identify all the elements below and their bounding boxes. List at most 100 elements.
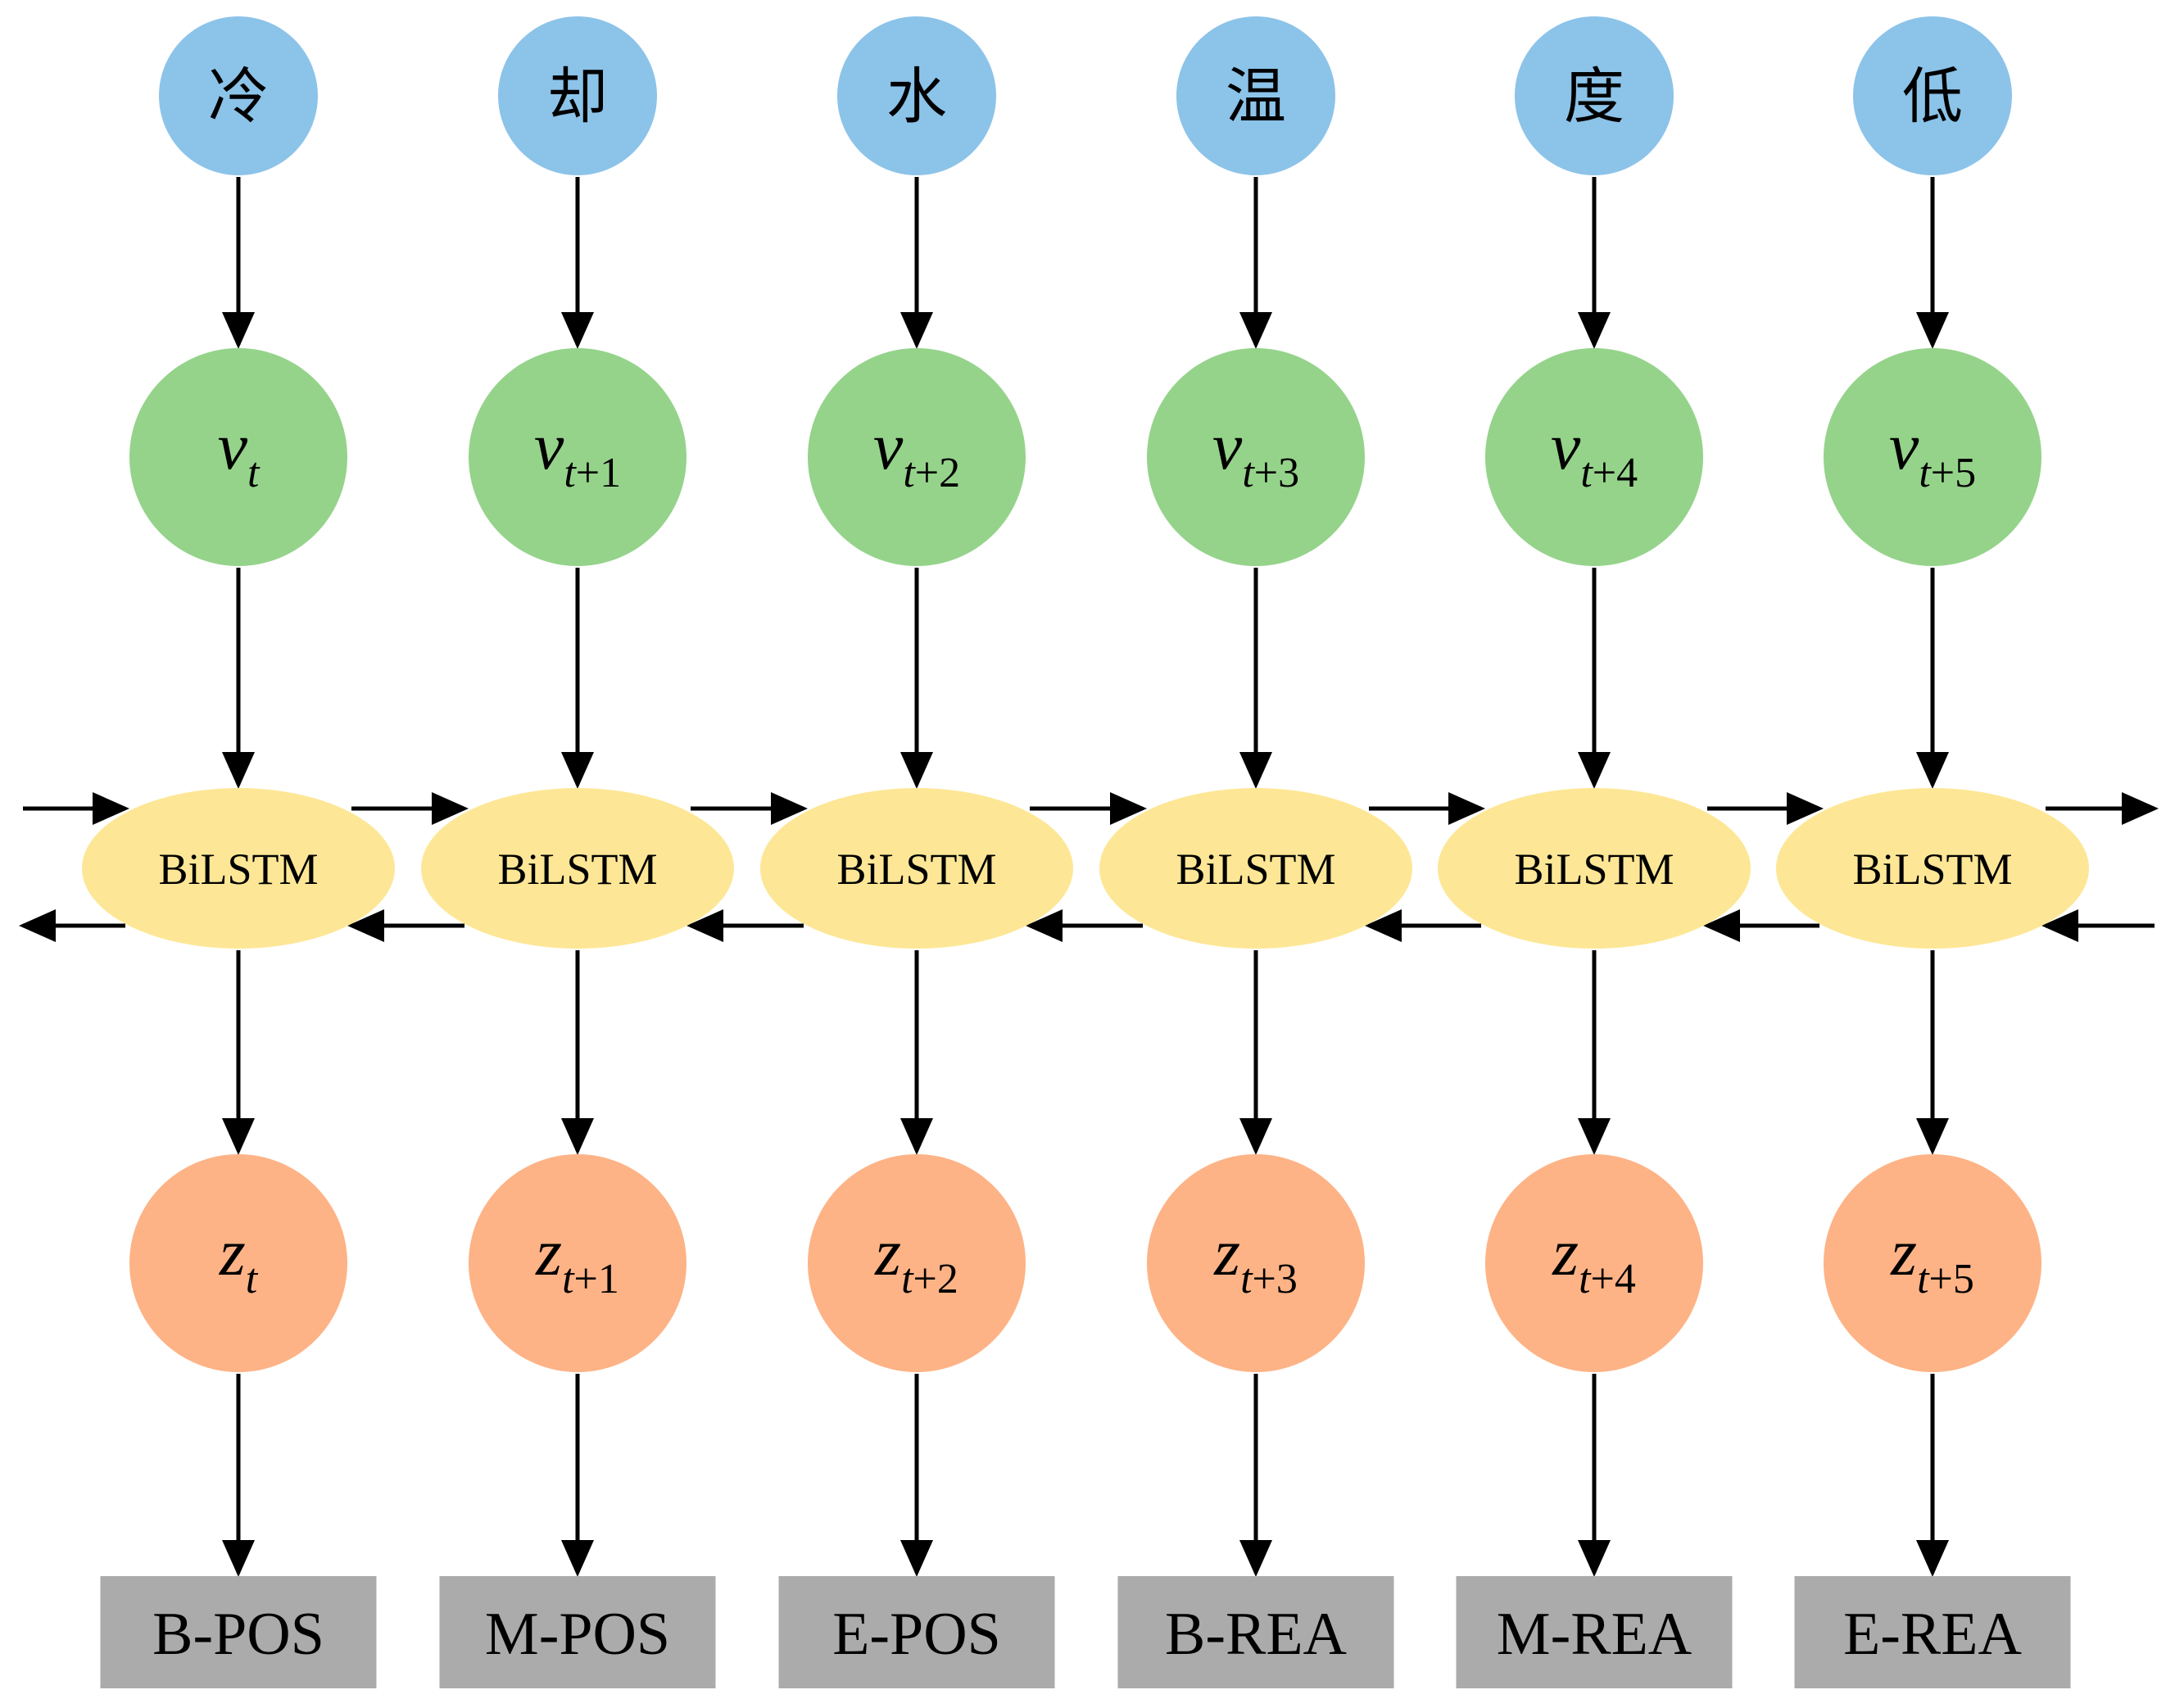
tag-box-rect	[100, 1576, 377, 1688]
embedding-node: vt+1	[469, 348, 686, 566]
tag-box: M-REA	[1456, 1576, 1733, 1688]
output-node: zt+1	[469, 1154, 686, 1372]
output-label-main: z	[874, 1215, 901, 1289]
bilstm-node: BiLSTM	[421, 788, 734, 949]
embedding-label-main: v	[873, 409, 904, 483]
embedding-label-sub: t	[1919, 450, 1932, 496]
input-char-label: 冷	[208, 64, 269, 131]
bilstm-ellipse	[1438, 788, 1751, 949]
embedding-label-sub-num: +5	[1931, 450, 1976, 496]
embedding-label-sub: t	[1242, 450, 1255, 496]
input-char-label: 却	[547, 64, 608, 131]
bilstm-ellipse	[82, 788, 395, 949]
bilstm-node: BiLSTM	[1099, 788, 1412, 949]
output-label-sub: t	[1579, 1256, 1592, 1303]
embedding-node: vt+3	[1147, 348, 1365, 566]
output-circle	[1485, 1154, 1703, 1372]
embedding-label-sub-num: +4	[1593, 450, 1638, 496]
embedding-label-sub-num: +2	[915, 450, 960, 496]
output-circle	[808, 1154, 1026, 1372]
output-label-main: z	[535, 1215, 562, 1289]
tag-label: B-POS	[152, 1601, 324, 1668]
bilstm-node: BiLSTM	[82, 788, 395, 949]
input-char-node: 温	[1176, 16, 1335, 175]
output-label: zt+2	[874, 1215, 958, 1303]
output-circle	[1147, 1154, 1365, 1372]
tag-box-rect	[778, 1576, 1055, 1688]
output-node: zt+2	[808, 1154, 1026, 1372]
bilstm-label: BiLSTM	[1176, 845, 1335, 894]
output-circle	[129, 1154, 347, 1372]
embedding-circle	[808, 348, 1026, 566]
input-char-node: 却	[498, 16, 657, 175]
tag-label: B-REA	[1165, 1601, 1347, 1668]
output-label-sub-num: +5	[1929, 1256, 1974, 1303]
input-char-circle	[498, 16, 657, 175]
embedding-label: vt+2	[873, 409, 960, 496]
input-char-label: 水	[886, 64, 947, 131]
tag-box: E-POS	[778, 1576, 1055, 1688]
embedding-circle	[1147, 348, 1365, 566]
input-char-circle	[1853, 16, 2012, 175]
output-label-sub-num: +2	[913, 1256, 958, 1303]
embedding-label: vt+4	[1551, 409, 1638, 496]
input-char-circle	[1515, 16, 1674, 175]
embedding-label-sub: t	[1580, 450, 1593, 496]
output-label: zt	[219, 1215, 259, 1303]
bilstm-label: BiLSTM	[1514, 845, 1674, 894]
output-label-sub: t	[562, 1256, 575, 1303]
embedding-label-main: v	[534, 409, 564, 483]
bilstm-ellipse	[421, 788, 734, 949]
embedding-circle	[129, 348, 347, 566]
output-node: zt	[129, 1154, 347, 1372]
tag-label: M-POS	[485, 1601, 670, 1668]
nodes-layer: 冷vtBiLSTMztB-POS却vt+1BiLSTMzt+1M-POS水vt+…	[82, 16, 2089, 1688]
output-node: zt+3	[1147, 1154, 1365, 1372]
embedding-node: vt+5	[1824, 348, 2041, 566]
output-label-sub: t	[246, 1256, 259, 1303]
input-char-label: 温	[1226, 64, 1286, 131]
embedding-label-main: v	[1212, 409, 1243, 483]
output-label-sub-num: +3	[1253, 1256, 1298, 1303]
bilstm-ellipse	[1099, 788, 1412, 949]
embedding-node: vt+2	[808, 348, 1026, 566]
output-label-main: z	[1213, 1215, 1240, 1289]
output-circle	[469, 1154, 686, 1372]
input-char-node: 水	[837, 16, 996, 175]
output-label: zt+4	[1552, 1215, 1636, 1303]
tag-label: E-REA	[1843, 1601, 2022, 1668]
output-label-sub: t	[1240, 1256, 1253, 1303]
input-char-circle	[159, 16, 318, 175]
tag-label: M-REA	[1497, 1601, 1692, 1668]
output-node: zt+4	[1485, 1154, 1703, 1372]
tag-box: M-POS	[439, 1576, 716, 1688]
bilstm-label: BiLSTM	[1852, 845, 2012, 894]
input-char-label: 低	[1902, 64, 1963, 131]
bilstm-label: BiLSTM	[836, 845, 996, 894]
tag-box: B-POS	[100, 1576, 377, 1688]
input-char-node: 低	[1853, 16, 2012, 175]
output-label: zt+3	[1213, 1215, 1298, 1303]
embedding-circle	[1485, 348, 1703, 566]
bilstm-ellipse	[1776, 788, 2089, 949]
embedding-circle	[1824, 348, 2041, 566]
embedding-label: vt	[218, 409, 261, 496]
embedding-label-sub-num: +3	[1254, 450, 1299, 496]
embedding-label-sub: t	[903, 450, 916, 496]
bilstm-ellipse	[760, 788, 1073, 949]
output-label-sub-num: +4	[1591, 1256, 1636, 1303]
embedding-label-sub: t	[564, 450, 577, 496]
bilstm-node: BiLSTM	[1438, 788, 1751, 949]
embedding-label: vt+5	[1889, 409, 1976, 496]
tag-box-rect	[1794, 1576, 2071, 1688]
input-char-node: 度	[1515, 16, 1674, 175]
embedding-label: vt+1	[534, 409, 621, 496]
embedding-label-sub-num: +1	[576, 450, 621, 496]
embedding-node: vt	[129, 348, 347, 566]
input-char-label: 度	[1564, 64, 1624, 131]
bilstm-label: BiLSTM	[497, 845, 657, 894]
input-char-node: 冷	[159, 16, 318, 175]
arrows-layer	[19, 177, 2159, 1577]
tag-box-rect	[439, 1576, 716, 1688]
